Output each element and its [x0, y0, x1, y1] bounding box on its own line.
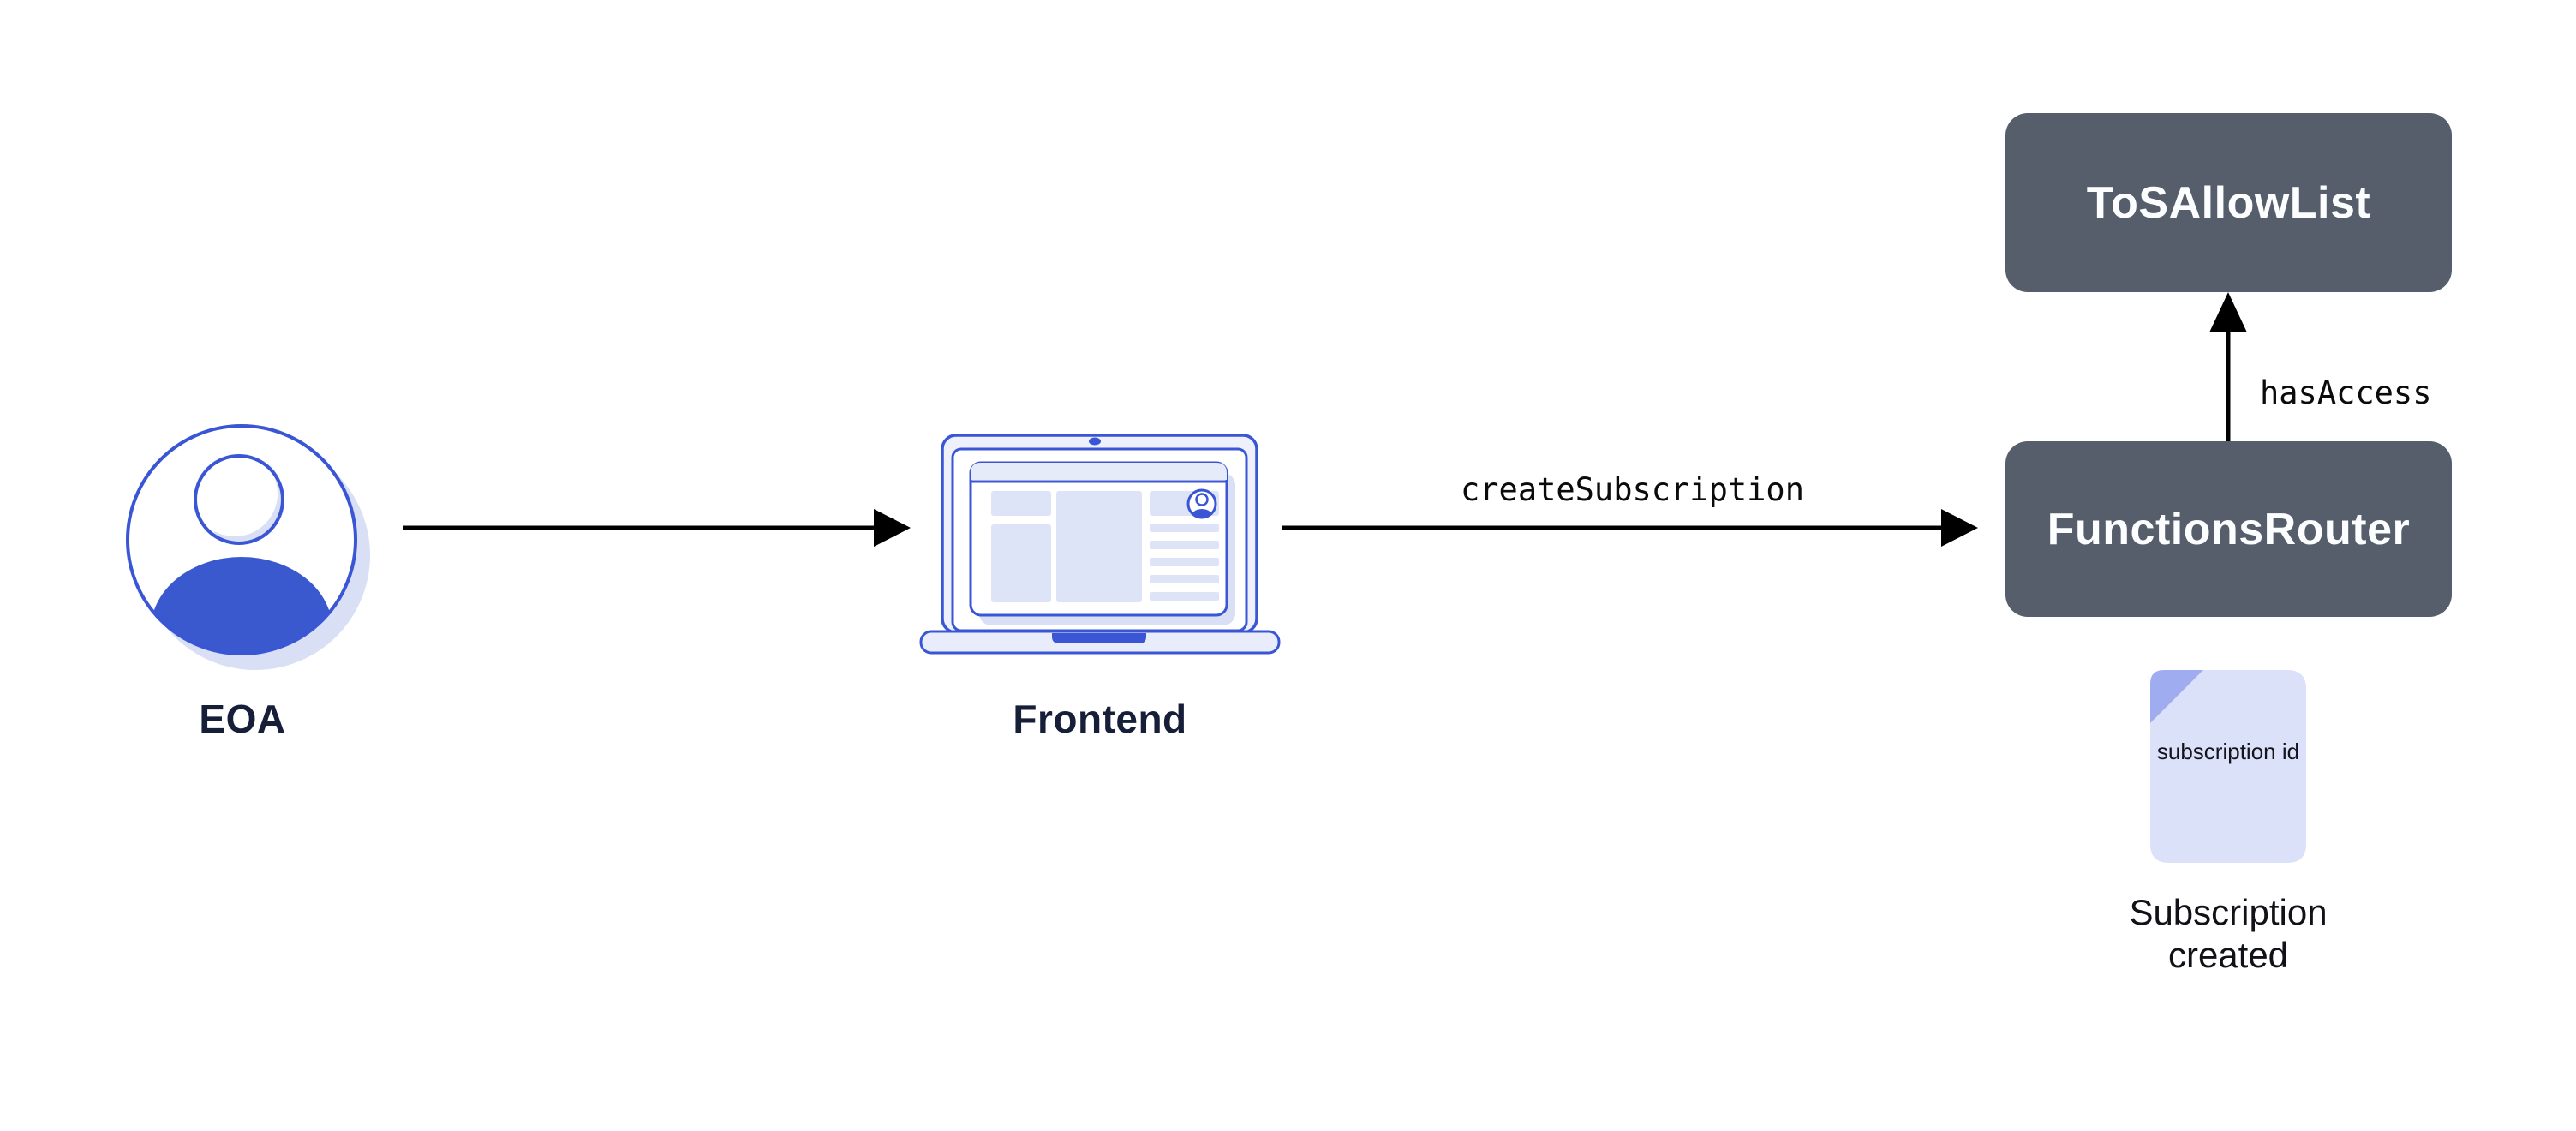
laptop-icon	[919, 434, 1281, 655]
user-avatar-icon	[126, 424, 370, 670]
document-icon	[2150, 670, 2306, 863]
node-tos-allow-list: ToSAllowList	[2005, 113, 2452, 292]
mini-user-icon	[1186, 488, 1217, 519]
edge-label-create-subscription: createSubscription	[1461, 471, 1804, 508]
arrow-eoa-to-frontend	[403, 509, 911, 547]
subscription-created-caption: Subscription created	[2129, 892, 2328, 975]
eoa-label: EOA	[199, 697, 286, 741]
node-functions-router: FunctionsRouter	[2005, 441, 2452, 617]
arrow-frontend-to-functionsrouter	[1282, 509, 1978, 547]
tos-allow-list-label: ToSAllowList	[2086, 177, 2371, 228]
edge-label-has-access: hasAccess	[2260, 374, 2432, 411]
functions-router-label: FunctionsRouter	[2047, 504, 2411, 554]
document-text: subscription id	[2156, 739, 2300, 764]
arrow-functionsrouter-to-tosallowlist	[2209, 292, 2247, 441]
frontend-label: Frontend	[1013, 697, 1187, 741]
